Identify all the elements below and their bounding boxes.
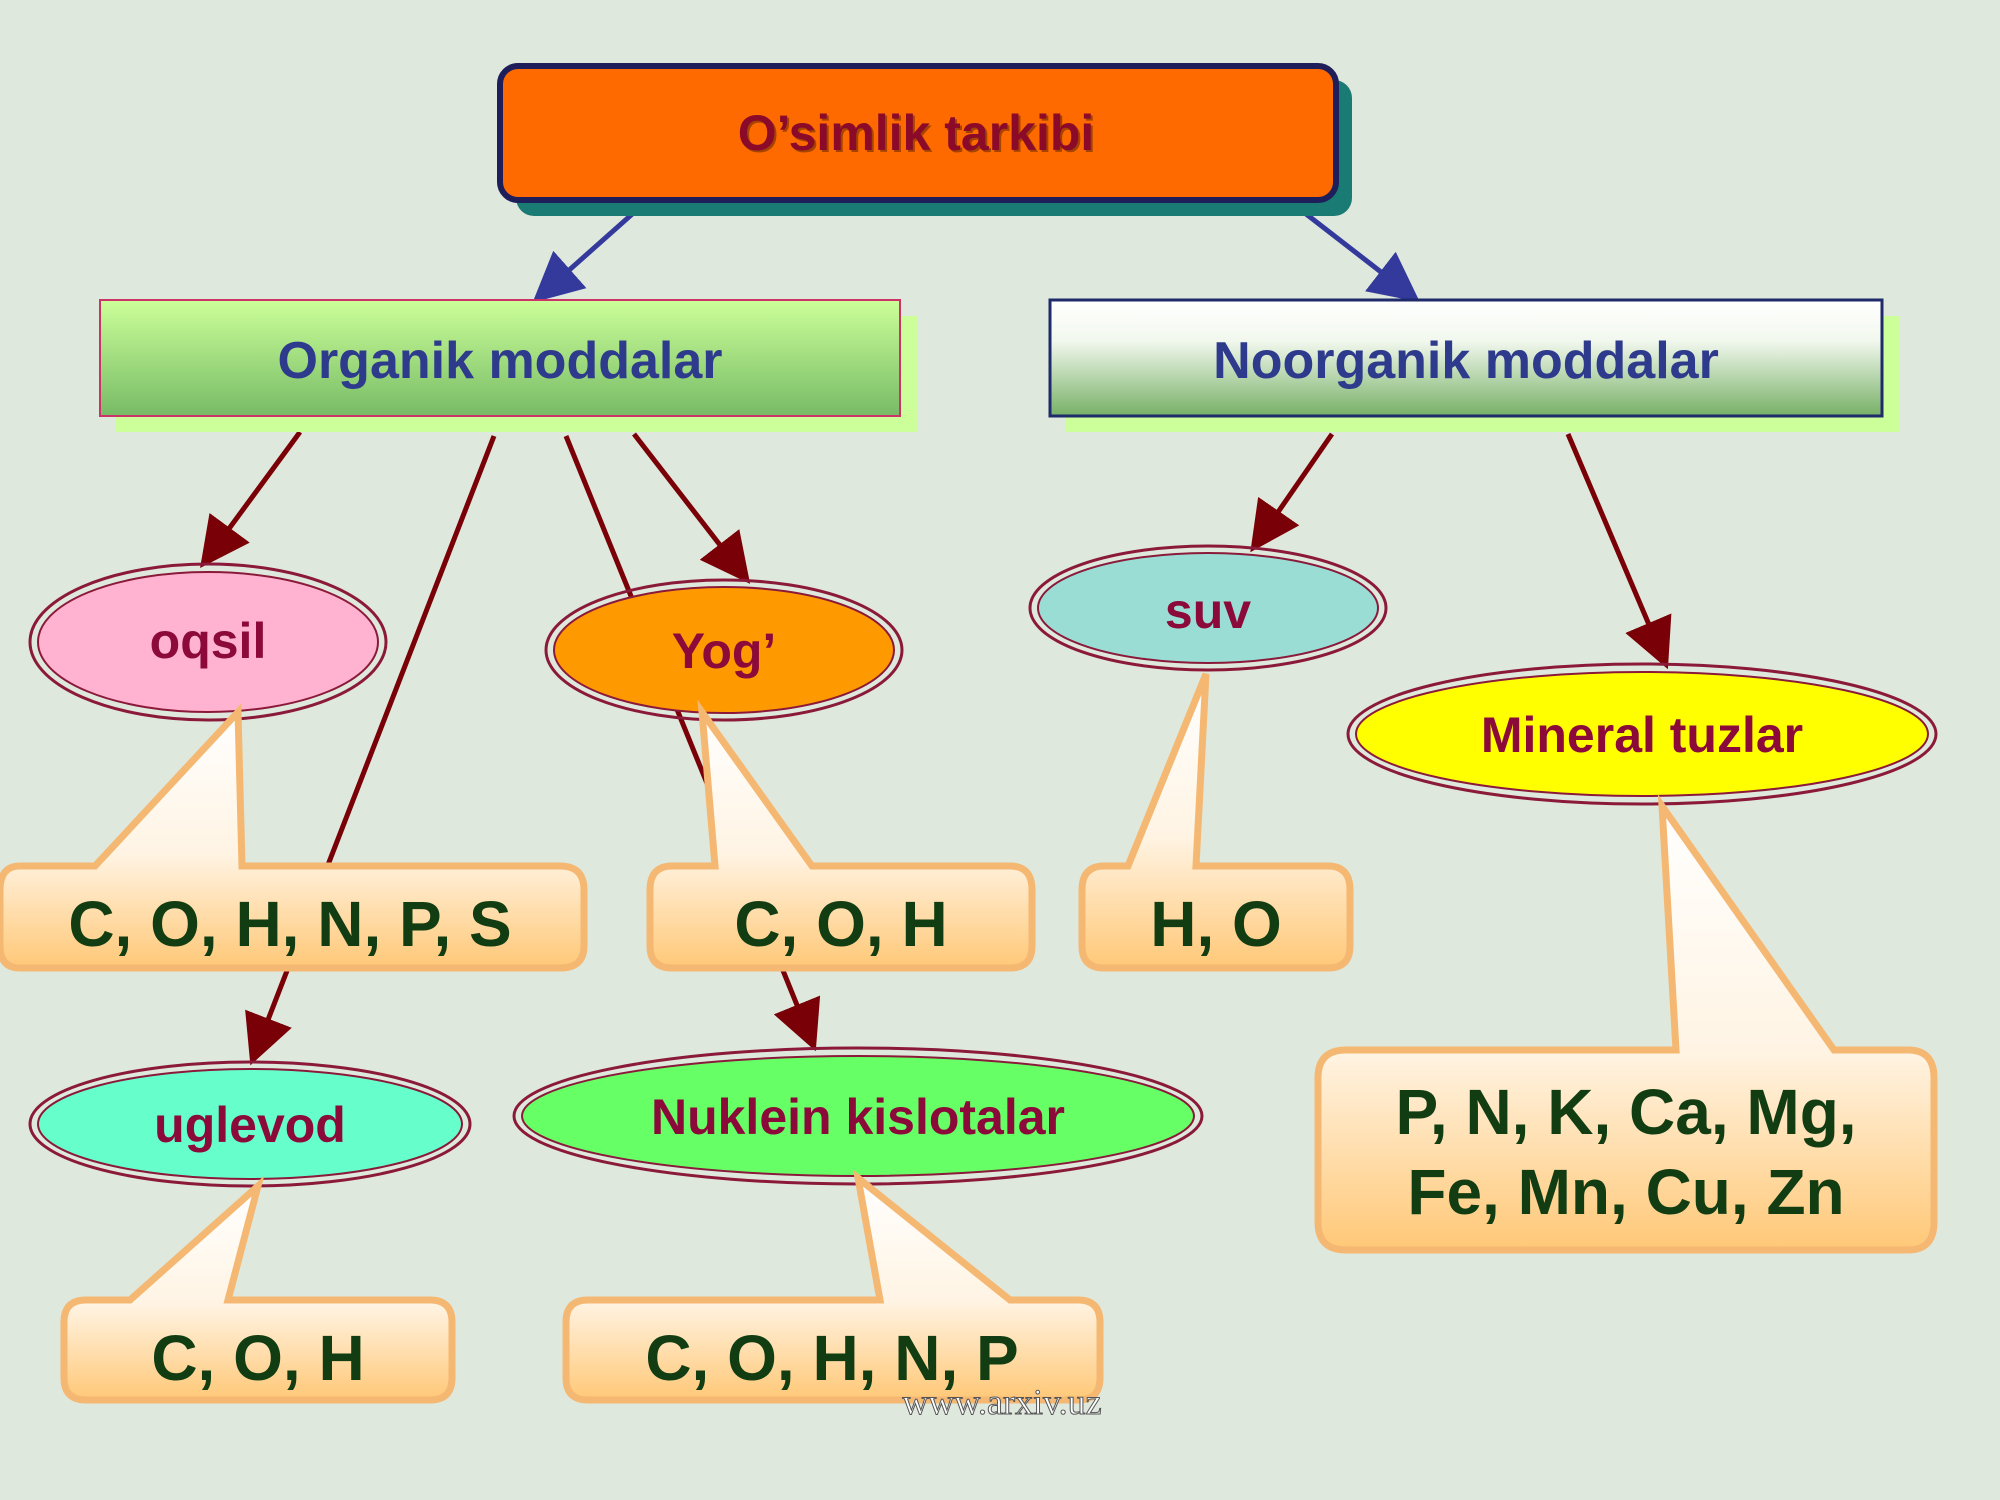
oqsil-label: oqsil (150, 613, 267, 669)
node-uglevod: uglevod (28, 1060, 472, 1188)
organic-category: Organik moddalar (99, 299, 918, 432)
title-node: O’simlik tarkibi O’simlik tarkibi (497, 63, 1352, 216)
callout-mineral-line2: Fe, Mn, Cu, Zn (1407, 1156, 1844, 1228)
organic-box (99, 299, 901, 417)
title-box (497, 63, 1339, 203)
callout-mineral: P, N, K, Ca, Mg, Fe, Mn, Cu, Zn (1314, 793, 1938, 1254)
nuklein-label: Nuklein kislotalar (651, 1089, 1065, 1145)
arrow-organic-to-yog (632, 432, 751, 584)
inorganic-label: Noorganik moddalar (1213, 332, 1719, 390)
callout-suv: H, O (1078, 672, 1354, 972)
callout-oqsil-text: C, O, H, N, P, S (68, 888, 511, 960)
node-nuklein: Nuklein kislotalar (512, 1046, 1204, 1186)
yog-label: Yog’ (672, 623, 777, 679)
callout-yog-text: C, O, H (734, 888, 947, 960)
node-yog: Yog’ (544, 578, 904, 722)
arrow-inorganic-to-mineral (1565, 433, 1672, 670)
watermark-text: www.arxiv.uz (902, 1382, 1101, 1422)
mineral-label: Mineral tuzlar (1481, 707, 1803, 763)
title-text: O’simlik tarkibi (738, 105, 1095, 161)
arrow-organic-to-oqsil (200, 430, 303, 569)
callout-yog: C, O, H (646, 699, 1036, 972)
node-oqsil: oqsil (28, 562, 388, 722)
uglevod-label: uglevod (154, 1097, 346, 1153)
suv-label: suv (1165, 583, 1251, 639)
callout-uglevod: C, O, H (60, 1175, 456, 1404)
callout-mineral-line1: P, N, K, Ca, Mg, (1395, 1076, 1856, 1148)
callout-uglevod-text: C, O, H (151, 1322, 364, 1394)
arrow-inorganic-to-suv (1250, 432, 1335, 553)
callout-nuklein: C, O, H, N, P (562, 1169, 1104, 1404)
inorganic-category: Noorganik moddalar (1048, 298, 1900, 432)
node-mineral: Mineral tuzlar (1346, 662, 1938, 806)
title-text-shadow: O’simlik tarkibi (740, 107, 1097, 163)
node-suv: suv (1028, 544, 1388, 672)
inorganic-box (1048, 298, 1884, 418)
organic-label: Organik moddalar (278, 332, 723, 390)
callout-suv-text: H, O (1150, 888, 1282, 960)
callout-nuklein-text: C, O, H, N, P (645, 1322, 1018, 1394)
callout-oqsil: C, O, H, N, P, S (0, 703, 588, 972)
